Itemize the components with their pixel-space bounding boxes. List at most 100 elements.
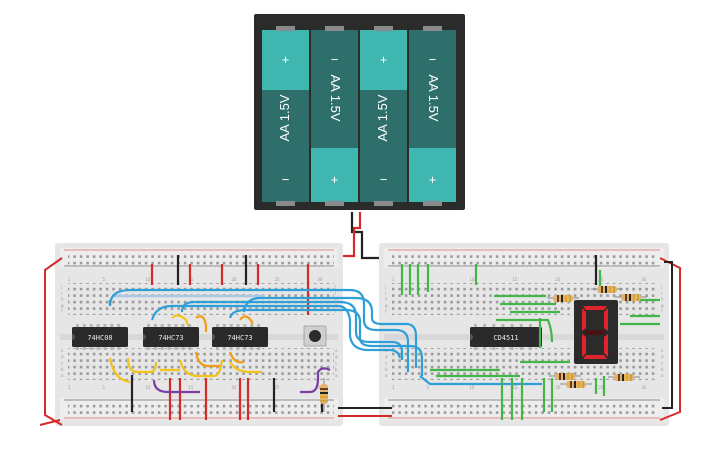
chip-pin [89,346,93,350]
chip-pin [216,346,219,350]
chip-body [212,327,268,347]
row-letter: c [61,361,63,366]
chip-label: CD4511 [493,334,518,342]
ic-chip-cd4511[interactable]: CD4511 [470,324,542,350]
row-letter: d [335,354,338,359]
blue-wires[interactable] [108,288,542,386]
column-number: 20 [555,385,561,390]
chip-pin [528,346,532,350]
resistor-band [637,294,639,301]
battery-cell-1[interactable]: +−AA 1.5V [262,26,309,206]
segment-b [604,308,608,331]
battery-cell-3[interactable]: +−AA 1.5V [360,26,407,206]
cell-top-symbol: + [282,52,290,67]
chip-pin [257,324,261,328]
chip-pin [257,346,261,350]
column-number: 10 [469,385,475,390]
chip-label: 74HC73 [158,334,183,342]
row-letter: c [661,361,663,366]
push-button[interactable] [303,325,327,347]
column-number: 1 [392,385,395,390]
resistor-band [559,373,561,380]
row-letter: e [335,348,338,353]
yellow-wires[interactable] [108,314,262,384]
purple-wires[interactable] [152,367,331,394]
column-number: 5 [102,277,105,282]
column-number: 10 [469,277,475,282]
resistor[interactable] [549,373,581,380]
resistor[interactable] [591,286,623,293]
chip-pin [229,346,233,350]
green-wires[interactable] [400,264,660,420]
resistor-band [570,381,572,388]
resistor[interactable] [608,374,640,381]
row-letter: d [61,354,64,359]
battery-cell-2[interactable]: −+AA 1.5V [311,26,358,206]
row-letter: f [335,309,337,314]
resistor-band [574,381,576,388]
segment-g [584,330,606,335]
resistor-band [629,294,631,301]
cell-contact [423,26,442,31]
chip-pin [153,346,157,350]
column-number: 15 [188,385,194,390]
ic-chip-74hc73[interactable]: 74HC73 [143,324,199,350]
chip-pin [117,324,121,328]
row-letter: h [61,297,64,302]
ic-chip-74hc73[interactable]: 74HC73 [212,324,268,350]
resistor-band [567,373,569,380]
chip-pin [250,324,254,328]
column-number: 5 [426,385,429,390]
chip-pin [181,324,185,328]
row-letter: c [385,361,387,366]
row-letter: h [385,297,388,302]
column-number: 30 [317,277,323,282]
cell-bottom-symbol: + [331,172,339,187]
cell-label: AA 1.5V [375,94,390,141]
row-letter: j [660,284,662,289]
chip-pin [174,324,178,328]
row-letter: b [385,367,388,372]
left-rail-loop-red[interactable] [44,257,63,426]
row-letter: e [661,348,664,353]
battery-pack[interactable]: +−AA 1.5V−+AA 1.5V+−AA 1.5V−+AA 1.5V [254,14,465,210]
seven-segment-display[interactable] [574,300,618,364]
chip-body [72,327,128,347]
chip-pin [236,346,240,350]
cell-positive-cap [360,30,407,90]
battery-cell-4[interactable]: −+AA 1.5V [409,26,456,206]
row-letter: i [661,290,662,295]
resistor[interactable] [560,381,592,388]
chip-notch [143,334,146,340]
row-letter: c [335,361,337,366]
ic-chip-74hc08[interactable]: 74HC08 [72,324,128,350]
cell-contact [423,201,442,206]
chip-pin [181,346,185,350]
battery-negative-lead[interactable] [350,212,392,260]
row-letter: a [661,373,664,378]
resistor[interactable] [615,294,647,301]
row-letter: f [385,309,387,314]
terminal-strip-top[interactable] [392,283,658,315]
cell-contact [276,26,295,31]
row-letter: b [61,367,64,372]
chip-pin [174,346,178,350]
chip-pin [110,346,114,350]
segment-c [604,334,608,357]
chip-pin [188,346,192,350]
chip-pin [153,324,157,328]
chip-pin [501,346,505,350]
column-number: 1 [392,277,395,282]
chip-pin [96,324,100,328]
chip-pin [160,346,164,350]
chip-pin [528,324,532,328]
chip-pin [117,346,121,350]
resistor-pulldown[interactable] [320,378,328,412]
right-rail-loop-black[interactable] [662,261,673,409]
resistor-band [630,374,632,381]
cell-top-symbol: − [429,52,437,67]
row-letter: j [60,284,62,289]
orange-wires[interactable] [194,315,254,368]
resistor[interactable] [547,295,579,302]
